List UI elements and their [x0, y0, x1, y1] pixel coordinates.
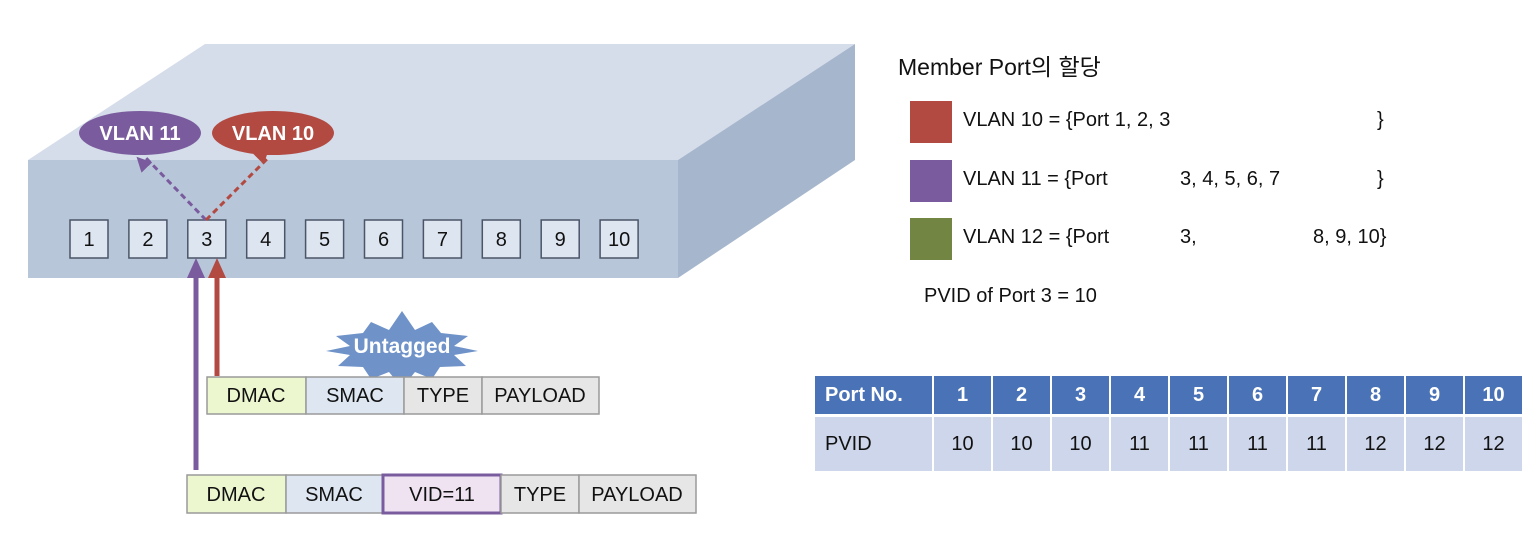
legend-row-vlan12: VLAN 12 = {Port 3, 8, 9, 10} [910, 218, 1400, 262]
port-row: 1 2 3 4 5 6 7 8 9 10 [69, 219, 639, 259]
tagged-type-field: TYPE [514, 484, 566, 506]
pvid-cell: 11 [1287, 415, 1347, 471]
port-no-cell: 4 [1110, 376, 1170, 417]
vlan10-member-tail: } [1377, 109, 1384, 131]
port-no-cell: 1 [933, 376, 993, 417]
port3-to-vlan11-arrow [136, 156, 208, 222]
vlan-11-label: VLAN 11 [99, 123, 180, 145]
vlan11-member-prefix: VLAN 11 = {Port [963, 168, 1108, 190]
tagged-vid-field: VID=11 [409, 484, 475, 506]
vlan12-member-prefix: VLAN 12 = {Port [963, 226, 1110, 248]
switch-front-face [28, 160, 678, 278]
port-number-label: 6 [378, 229, 389, 251]
port-number-label: 3 [201, 229, 212, 251]
vlan12-member-tail: 8, 9, 10} [1313, 226, 1387, 248]
tagged-smac-field: SMAC [305, 484, 363, 506]
vlan11-member-middle: 3, 4, 5, 6, 7 [1180, 168, 1281, 190]
vlan-11-bubble: VLAN 11 [79, 111, 201, 155]
port-number-label: 7 [437, 229, 448, 251]
port-box [363, 219, 404, 259]
vlan12-color-swatch [910, 218, 952, 260]
untagged-label: Untagged [354, 335, 451, 358]
untagged-frame: DMAC SMAC TYPE PAYLOAD [206, 376, 600, 415]
port-number-label: 10 [608, 229, 630, 251]
port-box [599, 219, 639, 259]
legend-row-vlan11: VLAN 11 = {Port 3, 4, 5, 6, 7 } [910, 160, 1400, 204]
port-no-cell: 2 [992, 376, 1052, 417]
tagged-payload-field: PAYLOAD [591, 484, 683, 506]
untagged-dmac-field: DMAC [227, 385, 286, 407]
port-box [69, 219, 109, 259]
port-no-cell: 10 [1464, 376, 1524, 417]
untagged-payload-field: PAYLOAD [494, 385, 586, 407]
port-box [540, 219, 580, 259]
vlan-10-bubble: VLAN 10 [212, 111, 334, 155]
vlan12-member-middle: 3, [1180, 226, 1197, 248]
port-no-cell: 5 [1169, 376, 1229, 417]
vlan10-member-prefix: VLAN 10 = {Port 1, 2, 3 [963, 109, 1171, 131]
untagged-arrowhead-icon [208, 258, 226, 278]
port-number-label: 8 [496, 229, 507, 251]
starburst-icon [326, 311, 478, 388]
port-box [245, 219, 286, 259]
port-no-cell: 6 [1228, 376, 1288, 417]
untagged-smac-field: SMAC [326, 385, 384, 407]
port-no-cell: 9 [1405, 376, 1465, 417]
pvid-row-label: PVID [815, 415, 934, 471]
port-number-label: 2 [142, 229, 153, 251]
legend-title: Member Port의 할당 [898, 54, 1101, 80]
pvid-cell: 12 [1464, 415, 1524, 471]
pvid-cell: 10 [992, 415, 1052, 471]
port-box [481, 219, 522, 259]
port-number-label: 4 [260, 229, 271, 251]
port3-pvid-note: PVID of Port 3 = 10 [924, 285, 1097, 307]
port3-to-vlan10-arrow [204, 148, 270, 222]
switch-side-face [678, 44, 855, 278]
pvid-cell: 12 [1405, 415, 1465, 471]
pvid-cell: 11 [1169, 415, 1229, 471]
vlan11-member-tail: } [1377, 168, 1384, 190]
port-no-cell: 3 [1051, 376, 1111, 417]
port-no-cell: 8 [1346, 376, 1406, 417]
port-no-header: Port No. [815, 376, 934, 417]
port-box [422, 219, 463, 259]
tagged-dmac-field: DMAC [207, 484, 266, 506]
port-box [128, 219, 168, 259]
pvid-cell: 10 [933, 415, 993, 471]
tagged-frame: DMAC SMAC VID=11 TYPE PAYLOAD [186, 473, 697, 515]
untagged-type-field: TYPE [417, 385, 469, 407]
vlan10-color-swatch [910, 101, 952, 143]
vlan-10-label: VLAN 10 [232, 123, 314, 145]
legend-row-vlan10: VLAN 10 = {Port 1, 2, 3 } [910, 101, 1400, 145]
pvid-cell: 11 [1110, 415, 1170, 471]
vlan11-color-swatch [910, 160, 952, 202]
pvid-cell: 11 [1228, 415, 1288, 471]
tagged-arrowhead-icon [187, 258, 205, 278]
untagged-badge: Untagged [326, 311, 478, 388]
member-port-legend: Member Port의 할당 VLAN 10 = {Port 1, 2, 3 … [898, 0, 1518, 330]
port-box [187, 219, 227, 259]
port-box [304, 219, 345, 259]
pvid-cell: 10 [1051, 415, 1111, 471]
port-number-label: 5 [319, 229, 330, 251]
port-no-cell: 7 [1287, 376, 1347, 417]
port-number-label: 9 [555, 229, 566, 251]
pvid-cell: 12 [1346, 415, 1406, 471]
port-number-label: 1 [83, 229, 94, 251]
